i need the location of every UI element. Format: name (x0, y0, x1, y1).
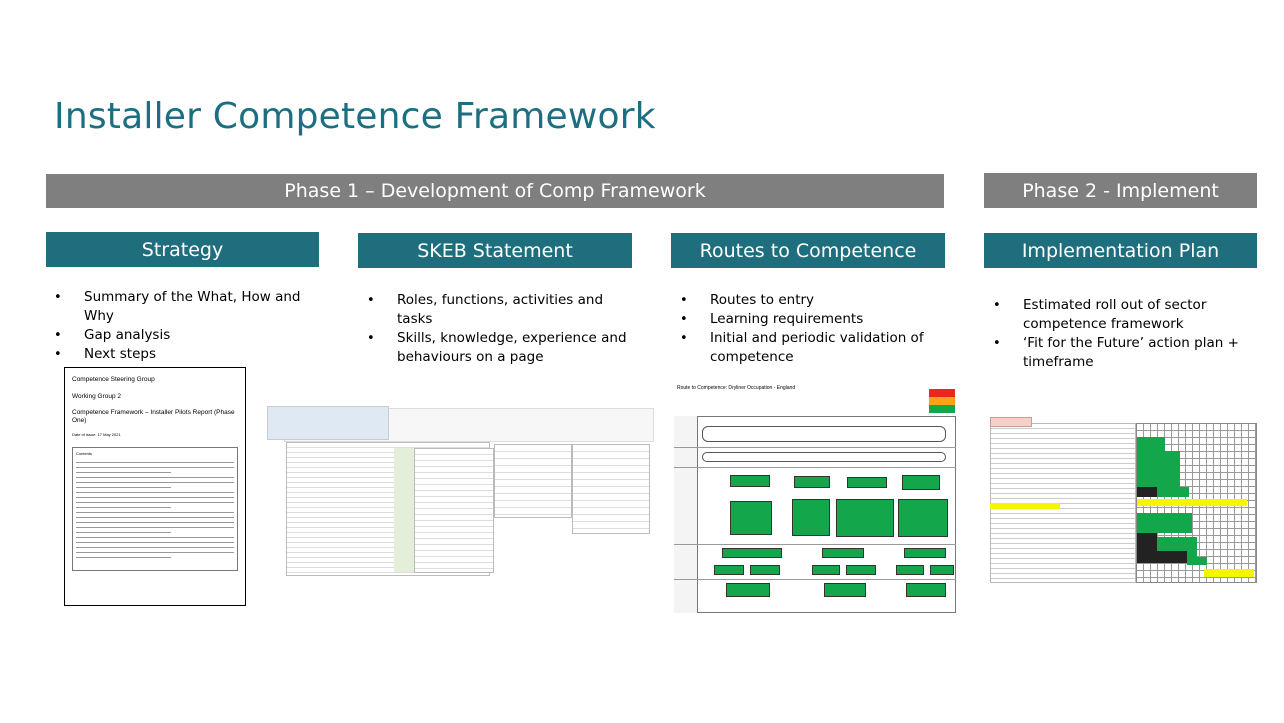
doc-line: Working Group 2 (72, 393, 122, 400)
phase2-bar: Phase 2 - Implement (984, 173, 1257, 208)
routes-legend (929, 389, 955, 413)
list-item: Skills, knowledge, experience and behavi… (365, 329, 627, 367)
list-item: Next steps (52, 345, 307, 364)
strategy-heading: Strategy (46, 232, 319, 267)
routes-bar (702, 452, 946, 462)
list-item: Summary of the What, How and Why (52, 288, 307, 326)
doc-line: Competence Steering Group (72, 376, 155, 383)
list-item: Roles, functions, activities and tasks (365, 291, 627, 329)
contents-label: Contents (76, 451, 93, 456)
routes-diagram-title: Route to Competence: Dryliner Occupation… (677, 385, 796, 391)
strategy-bullets: Summary of the What, How and Why Gap ana… (52, 288, 307, 364)
routes-diagram-thumbnail: Route to Competence: Dryliner Occupation… (672, 381, 957, 614)
list-item: ‘Fit for the Future’ action plan + timef… (991, 334, 1253, 372)
strategy-report-thumbnail: Competence Steering Group Working Group … (64, 367, 246, 606)
list-item: Gap analysis (52, 326, 307, 345)
doc-line: Competence Framework – Installer Pilots … (72, 409, 235, 424)
list-item: Initial and periodic validation of compe… (678, 329, 943, 367)
routes-side-labels (674, 416, 698, 613)
skeb-header-cell (267, 406, 389, 440)
skeb-bullets: Roles, functions, activities and tasks S… (365, 291, 627, 367)
implementation-heading: Implementation Plan (984, 233, 1257, 268)
routes-bullets: Routes to entry Learning requirements In… (678, 291, 943, 367)
list-item: Routes to entry (678, 291, 943, 310)
list-item: Estimated roll out of sector competence … (991, 296, 1253, 334)
routes-bar (702, 426, 946, 442)
routes-heading: Routes to Competence (671, 233, 945, 268)
phase1-bar: Phase 1 – Development of Comp Framework (46, 174, 944, 208)
skeb-table-thumbnail (267, 404, 654, 576)
contents-box: Contents (72, 447, 238, 571)
implementation-plan-thumbnail (990, 417, 1257, 585)
plan-header-cell (990, 417, 1032, 427)
doc-date: Date of issue: 17 May 2021 (72, 432, 121, 437)
list-item: Learning requirements (678, 310, 943, 329)
skeb-grid (572, 444, 650, 534)
page-title: Installer Competence Framework (54, 96, 656, 137)
skeb-heading: SKEB Statement (358, 233, 632, 268)
skeb-grid (414, 448, 494, 573)
skeb-grid (494, 444, 572, 518)
implementation-bullets: Estimated roll out of sector competence … (991, 296, 1253, 372)
